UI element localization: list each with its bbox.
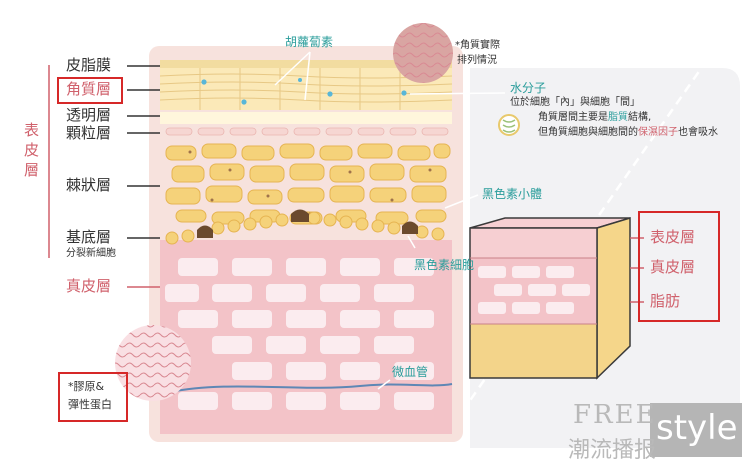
watermark-chinese: 潮流播报 xyxy=(568,438,657,463)
lipid-desc-1-highlight: 脂質 xyxy=(608,112,628,123)
callout-capillary: 微血管 xyxy=(392,365,429,379)
label-stratum-corneum: 角質層 xyxy=(66,80,112,98)
watermark-style: style xyxy=(656,408,738,448)
callout-melanosome: 黑色素小體 xyxy=(482,187,543,201)
watermark-free: FREE xyxy=(573,400,657,430)
label-dermis: 真皮層 xyxy=(66,277,112,295)
capillary xyxy=(169,383,453,393)
label-stratum-basale-sub: 分裂新細胞 xyxy=(66,248,116,259)
diagonal-guide-line xyxy=(460,69,702,413)
callout-carotene: 胡蘿蔔素 xyxy=(285,35,334,49)
lipid-desc-2-pre: 但角質細胞與細胞間的 xyxy=(538,127,638,138)
label-epidermis-char-1: 表 xyxy=(24,121,40,139)
corneum-cells xyxy=(159,68,453,110)
melanocytes xyxy=(197,209,418,238)
block-label-epidermis: 表皮層 xyxy=(650,228,696,246)
block-label-fat: 脂肪 xyxy=(650,292,681,310)
callout-water: 水分子 xyxy=(510,81,547,95)
lipid-desc-1-pre: 角質層間主要是 xyxy=(538,112,608,123)
water-molecules xyxy=(201,78,407,105)
granulosum-layer xyxy=(165,127,449,136)
block-leader-lines xyxy=(630,237,644,303)
callout-water-desc: 位於細胞「內」與細胞「間」 xyxy=(510,97,640,108)
label-epidermis-char-2: 皮 xyxy=(24,141,40,159)
callout-actual-arrangement-2: 排列情況 xyxy=(457,55,497,66)
callout-lines xyxy=(274,51,506,390)
dermis-cells xyxy=(165,258,434,410)
sebum-film xyxy=(160,60,452,68)
label-stratum-lucidum: 透明層 xyxy=(66,106,112,124)
lipid-desc-2-highlight: 保濕因子 xyxy=(638,127,678,138)
label-epidermis-char-3: 層 xyxy=(24,161,40,179)
label-stratum-basale: 基底層 xyxy=(66,228,112,246)
label-stratum-spinosum: 棘狀層 xyxy=(66,176,112,194)
callout-collagen-1: *膠原& xyxy=(68,380,105,393)
label-stratum-granulosum: 顆粒層 xyxy=(66,124,112,142)
collagen-highlight-box xyxy=(58,372,128,422)
lucidum-layer xyxy=(160,112,452,124)
corneum-highlight-box xyxy=(57,77,123,104)
skin-block xyxy=(469,216,631,380)
spinosum-cells xyxy=(165,143,451,225)
callout-actual-arrangement: *角質實際 xyxy=(455,40,500,51)
block-label-dermis: 真皮層 xyxy=(650,258,696,276)
left-leader-lines xyxy=(127,65,160,239)
block-labels-box xyxy=(638,211,720,322)
callout-lipid-desc-line-1: 角質層間主要是脂質結構, xyxy=(538,113,651,123)
lipid-desc-2-post: 也會吸水 xyxy=(678,127,718,138)
watermark-box xyxy=(650,403,742,457)
callout-lipid-desc-line-2: 但角質細胞與細胞間的保濕因子也會吸水 xyxy=(538,128,718,138)
label-sebum-film: 皮脂膜 xyxy=(66,56,112,74)
lipid-desc-1-post: 結構, xyxy=(628,112,652,123)
callout-melanocyte: 黑色素細胞 xyxy=(414,258,475,272)
callout-collagen-2: 彈性蛋白 xyxy=(68,398,112,411)
